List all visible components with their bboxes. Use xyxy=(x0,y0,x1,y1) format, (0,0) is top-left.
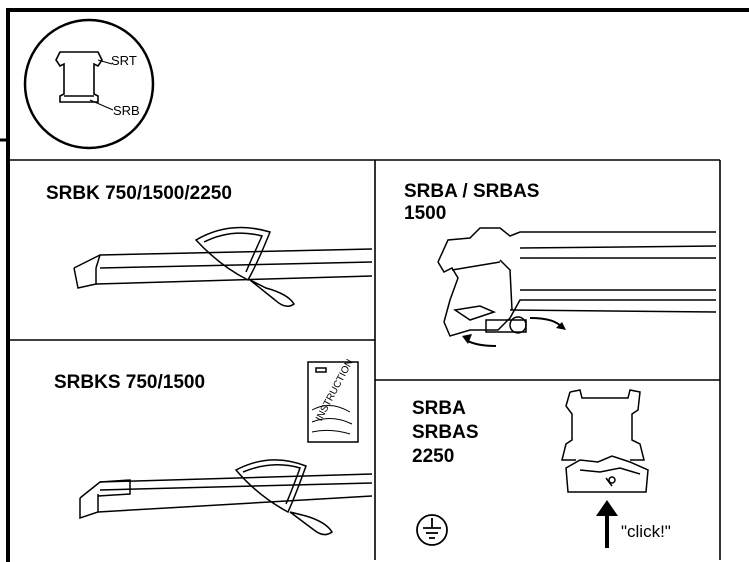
srba-2250-title-line3: 2250 xyxy=(412,446,455,467)
profile-label-srb: SRB xyxy=(113,103,140,118)
srbk-rail-drawing xyxy=(73,226,373,307)
ground-icon xyxy=(416,514,448,546)
srbks-title: SRBKS 750/1500 xyxy=(54,372,206,393)
srba-1500-title-line2: 1500 xyxy=(404,203,447,224)
profile-circle xyxy=(23,18,155,150)
push-up-arrow-icon xyxy=(596,500,618,548)
srba-2250-title-line1: SRBA xyxy=(412,398,466,419)
srba-1500-title-line1: SRBA / SRBAS xyxy=(404,181,540,202)
srba-2250-title-line2: SRBAS xyxy=(412,422,479,443)
instruction-booklet-icon xyxy=(307,361,359,443)
srba-2250-profile-drawing xyxy=(561,389,649,493)
click-label: "click!" xyxy=(621,522,671,541)
profile-label-srt: SRT xyxy=(111,53,137,68)
srbk-title: SRBK 750/1500/2250 xyxy=(46,183,232,204)
rail-profile-icon xyxy=(55,51,103,103)
panel-grid xyxy=(8,159,721,560)
srbks-rail-drawing xyxy=(79,459,373,536)
srba-1500-rail-drawing xyxy=(437,227,717,337)
